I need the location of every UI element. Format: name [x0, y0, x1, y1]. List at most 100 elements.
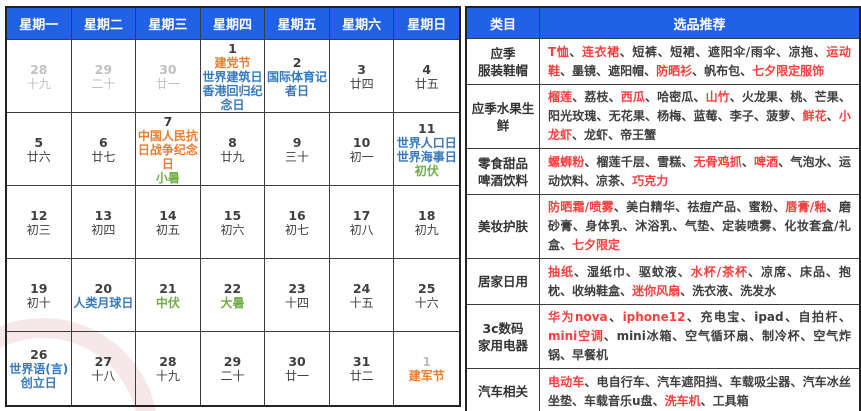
- item-separator: 、: [838, 90, 851, 104]
- day-number: 19: [30, 280, 48, 296]
- items-text: 螺蛳粉、榴莲千层、雪糕、无骨鸡抓、啤酒、气泡水、运动饮料、凉茶、巧克力: [548, 153, 851, 191]
- item-separator: 、: [728, 283, 741, 298]
- day-number: 14: [159, 207, 177, 223]
- day-number: 13: [94, 207, 113, 223]
- item-separator: 、: [717, 109, 730, 123]
- product-item: T恤: [548, 44, 570, 59]
- product-item: ipad: [754, 310, 784, 324]
- category-cell: 汽车相关: [467, 369, 540, 411]
- item-separator: 、: [826, 109, 839, 123]
- product-item: 洗衣液: [692, 283, 729, 298]
- calendar-weekday-row: 星期一星期二星期三星期四星期五星期六星期日: [7, 8, 459, 40]
- category-line: 零食甜品: [477, 155, 528, 171]
- lunar-date: 廿五: [414, 76, 439, 91]
- item-separator: 、: [569, 44, 582, 59]
- item-separator: 、: [644, 109, 658, 123]
- item-separator: 、: [625, 264, 639, 279]
- item-separator: 、: [790, 374, 803, 389]
- weekday-header: 星期二: [71, 8, 137, 40]
- lunar-date: 初四: [91, 222, 116, 237]
- item-separator: 、: [572, 90, 585, 104]
- category-column-header: 类目: [467, 8, 540, 39]
- product-item: 身体乳: [585, 219, 623, 233]
- lunar-date: 二十: [91, 76, 116, 91]
- product-item: 电自行车: [596, 374, 645, 389]
- product-item: 防晒衫: [656, 63, 693, 78]
- items-cell: 螺蛳粉、榴莲千层、雪糕、无骨鸡抓、啤酒、气泡水、运动饮料、凉茶、巧克力: [540, 149, 859, 194]
- product-item: 电动车: [548, 374, 585, 389]
- lunar-date: 十九: [26, 76, 51, 91]
- item-separator: 、: [680, 283, 693, 298]
- product-item: 充电宝: [700, 310, 741, 324]
- day-number: 6: [99, 134, 108, 150]
- item-separator: 、: [644, 63, 657, 78]
- product-item: 榴莲千层: [596, 154, 645, 169]
- product-item: 小龙虾: [548, 109, 851, 142]
- lunar-date: 初十: [26, 295, 51, 310]
- holiday-label: 建党节: [214, 55, 251, 70]
- day-number: 23: [288, 280, 306, 296]
- product-item: 祛痘产品: [687, 200, 737, 214]
- day-number: 7: [163, 113, 173, 129]
- product-item: 迷你风扇: [632, 283, 681, 298]
- product-item: 洗发水: [740, 283, 777, 298]
- item-separator: 、: [677, 264, 691, 279]
- day-number: 8: [228, 134, 237, 150]
- holiday-label: 建军节: [408, 369, 445, 383]
- product-item: 桃: [790, 90, 803, 104]
- product-item: 收纳鞋盒: [572, 283, 621, 298]
- item-separator: 、: [693, 90, 706, 104]
- category-line: 啤酒饮料: [477, 172, 528, 188]
- item-separator: 、: [681, 109, 694, 123]
- product-item: 菠萝: [766, 109, 791, 123]
- holiday-label: 世界人口日: [396, 135, 457, 150]
- product-item: 西瓜: [620, 90, 645, 104]
- items-cell: T恤、连衣裙、短裤、短裙、遮阳伞/雨伞、凉拖、运动鞋、墨镜、遮阳帽、防晒衫、帆布…: [540, 39, 859, 84]
- recommendation-column-header: 选品推荐: [540, 8, 859, 39]
- product-item: 无花果: [608, 109, 645, 123]
- item-separator: 、: [572, 128, 585, 142]
- weekday-header: 星期四: [200, 8, 266, 40]
- product-item: 凉席: [761, 264, 787, 279]
- product-item: 早餐机: [572, 348, 609, 362]
- product-row: 零食甜品啤酒饮料 螺蛳粉、榴莲千层、雪糕、无骨鸡抓、啤酒、气泡水、运动饮料、凉茶、…: [467, 149, 859, 195]
- product-row: 应季水果生鲜榴莲、荔枝、西瓜、哈密瓜、山竹、火龙果、桃、芒果、阳光玫瑰、无花果、…: [467, 85, 859, 149]
- product-item: 榴莲: [548, 90, 573, 104]
- items-cell: 防晒霜/喷雾、美白精华、祛痘产品、蜜粉、唇膏/釉、磨砂膏、身体乳、沐浴乳、气垫、…: [540, 195, 859, 258]
- day-number: 28: [30, 61, 48, 77]
- item-separator: 、: [596, 63, 609, 78]
- product-item: 床品: [799, 264, 826, 279]
- lunar-date: 初一: [349, 149, 374, 164]
- day-number: 25: [418, 280, 436, 296]
- product-item: 蓝莓: [693, 109, 718, 123]
- product-item: 唇膏/釉: [785, 200, 827, 214]
- weekday-header: 星期三: [136, 8, 201, 40]
- item-separator: 、: [692, 63, 705, 78]
- lunar-date: 廿六: [26, 149, 51, 164]
- item-separator: 、: [644, 374, 658, 389]
- item-separator: 、: [652, 393, 665, 408]
- item-separator: 、: [560, 283, 573, 298]
- item-separator: 、: [675, 200, 688, 214]
- day-number: 29: [223, 354, 242, 369]
- lunar-date: 三十: [285, 149, 310, 164]
- day-number: 24: [352, 280, 371, 296]
- product-item: 汽车冰丝坐垫: [548, 374, 851, 408]
- product-item: 巧克力: [632, 173, 669, 188]
- day-number: 2: [292, 54, 302, 70]
